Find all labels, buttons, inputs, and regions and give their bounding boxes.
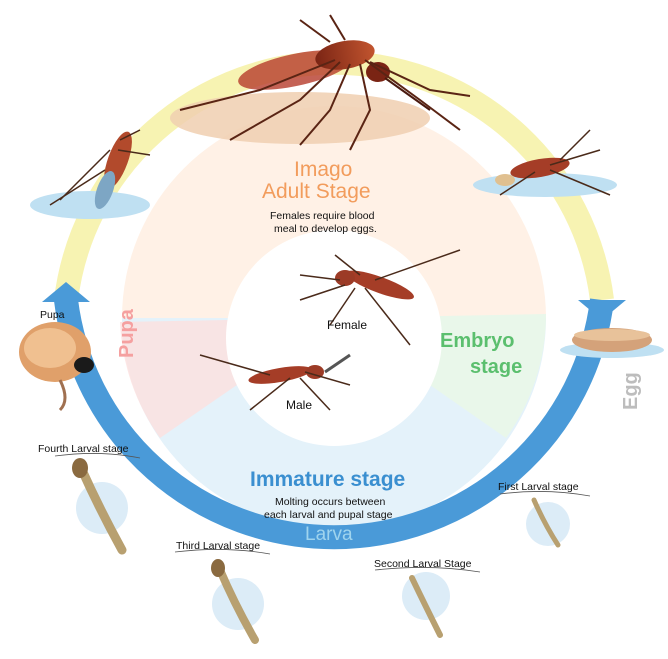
embryo-label: Embryo [440,330,515,352]
egg-arrow-icon [578,300,626,320]
third-larval-stage-label: Third Larval stage [176,540,261,552]
egg-laying-mosquito-icon [473,129,617,197]
larva-label: Larva [305,524,353,545]
first-larva-icon [526,497,570,548]
adult-sector [122,106,546,318]
adult-desc-line2: meal to develop eggs. [274,223,377,235]
imago-label: Imago [294,158,353,181]
male-label: Male [286,398,313,412]
pupa-segment-label: Pupa [116,309,138,358]
female-mosquito-icon [299,249,461,346]
embryo-stage-label: stage [470,356,523,378]
egg-label: Egg [620,372,642,410]
immature-stage-label: Immature stage [250,468,406,491]
immature-desc-line2: each larval and pupal stage [264,509,393,521]
second-larva-icon [402,572,450,638]
egg-raft-icon [560,328,664,358]
fourth-larva-icon [72,458,128,555]
water-lines [54,453,591,573]
immature-desc-line1: Molting occurs between [275,496,386,508]
first-larval-stage-label: First Larval stage [498,481,579,493]
emerging-mosquito-icon [30,129,151,219]
adult-mosquito-icon [170,14,471,151]
pupa-icon [19,322,94,412]
adult-desc-line1: Females require blood [270,210,375,222]
third-larva-icon [211,559,264,644]
pupa-arrow-icon [42,282,90,302]
male-mosquito-icon [199,353,351,411]
pupa-stage-label: Pupa [40,309,65,321]
fourth-larval-stage-label: Fourth Larval stage [38,443,129,455]
center-circle [226,230,442,446]
second-larval-stage-label: Second Larval Stage [374,558,472,570]
female-label: Female [327,318,368,332]
ring-blue-arc [54,298,614,550]
adult-stage-label: Adult Stage [262,180,371,203]
